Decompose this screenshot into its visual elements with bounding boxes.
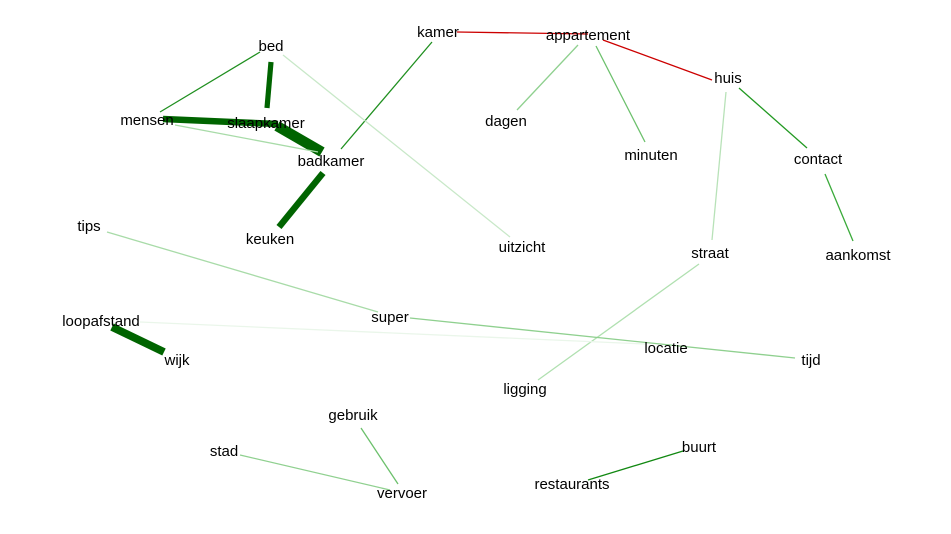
node-label-gebruik: gebruik (328, 407, 378, 424)
edge-loopafstand-locatie (139, 321, 646, 345)
node-label-uitzicht: uitzicht (499, 239, 547, 256)
edge-super-tijd (409, 317, 796, 359)
node-label-mensen: mensen (120, 112, 173, 129)
edge-appartement-huis (602, 39, 713, 81)
node-label-ligging: ligging (503, 381, 546, 398)
edge-gebruik-vervoer (360, 427, 399, 485)
node-label-bed: bed (258, 38, 283, 55)
edge-appartement-minuten (595, 45, 646, 143)
edge-appartement-dagen (516, 44, 579, 111)
node-label-stad: stad (210, 443, 238, 460)
node-label-aankomst: aankomst (825, 247, 891, 264)
edge-bed-mensen (159, 51, 261, 113)
node-label-vervoer: vervoer (377, 485, 427, 502)
edge-contact-aankomst (824, 173, 854, 242)
node-label-restaurants: restaurants (534, 476, 609, 493)
node-label-straat: straat (691, 245, 729, 262)
edge-restaurants-buurt (587, 450, 684, 481)
node-label-kamer: kamer (417, 24, 459, 41)
edge-badkamer-keuken (276, 170, 326, 230)
node-label-buurt: buurt (682, 439, 717, 456)
node-label-slaapkamer: slaapkamer (227, 115, 305, 132)
node-label-dagen: dagen (485, 113, 527, 130)
edge-slaapkamer-badkamer (274, 121, 325, 157)
node-label-loopafstand: loopafstand (62, 313, 140, 330)
node-label-appartement: appartement (546, 27, 631, 44)
node-label-keuken: keuken (246, 231, 294, 248)
edge-huis-contact (738, 87, 808, 149)
node-label-contact: contact (794, 151, 843, 168)
node-label-minuten: minuten (624, 147, 677, 164)
node-label-wijk: wijk (164, 352, 190, 369)
edge-huis-straat (711, 91, 727, 241)
node-label-locatie: locatie (644, 340, 687, 357)
edge-tips-super (106, 231, 379, 313)
nodes-layer: bed mensen slaapkamer badkamer keuken kamer ap… (62, 24, 891, 502)
node-label-huis: huis (714, 70, 742, 87)
edge-kamer-appartement (456, 31, 589, 35)
edge-straat-ligging (537, 263, 700, 381)
node-label-super: super (371, 309, 409, 326)
edge-mensen-badkamer (174, 124, 319, 153)
node-label-tijd: tijd (801, 352, 820, 369)
node-label-badkamer: badkamer (298, 153, 365, 170)
edge-kamer-badkamer (340, 41, 433, 150)
edge-loopafstand-wijk (110, 323, 166, 356)
edges-layer (106, 31, 854, 491)
edge-mensen-slaapkamer (162, 115, 279, 128)
edge-bed-slaapkamer (264, 61, 274, 109)
edge-bed-uitzicht (282, 54, 511, 238)
edge-stad-vervoer (239, 454, 391, 491)
node-label-tips: tips (77, 218, 100, 235)
